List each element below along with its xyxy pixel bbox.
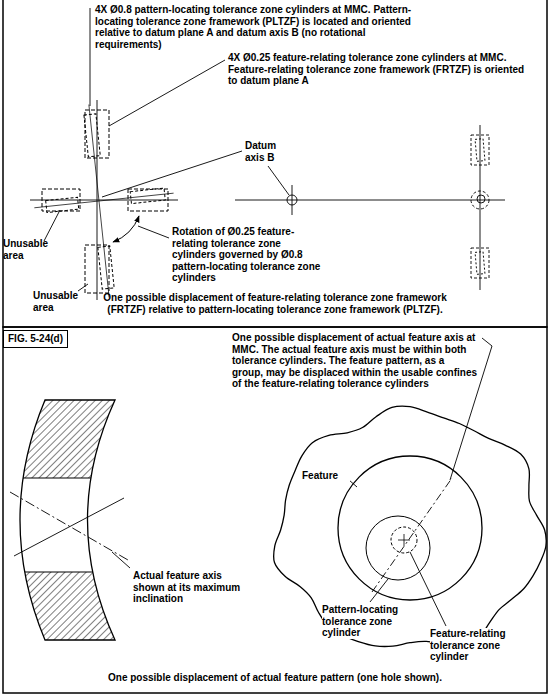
datum-axis-end-view	[471, 135, 489, 165]
caption-note: One possible displacement of feature-rel…	[100, 292, 450, 315]
leader-line	[349, 480, 357, 487]
datum-axis-end-view	[480, 125, 481, 290]
feature-end-view	[372, 478, 452, 592]
pattern-locating-cylinder	[85, 245, 109, 293]
datum-axis-end-view	[287, 195, 297, 205]
note: Rotation of Ø0.25 feature-relating toler…	[172, 226, 324, 284]
pattern-locating-cylinder	[85, 110, 109, 158]
feature-relating-cylinder	[46, 197, 79, 212]
note: Pattern-locating tolerance zone cylinder	[322, 604, 418, 639]
part-section	[0, 571, 130, 572]
datum-axis-end-view	[471, 191, 489, 209]
leader-line	[78, 284, 88, 291]
part-outline	[274, 406, 547, 646]
part-section	[0, 400, 130, 640]
feature-label: Feature	[302, 470, 350, 482]
note: 4X Ø0.25 feature-relating tolerance zone…	[228, 52, 533, 87]
feature-end-view	[391, 527, 417, 553]
feature-axis	[14, 498, 124, 556]
feature-relating-cylinder	[98, 246, 114, 289]
note: Feature-relating tolerance zone cylinder	[430, 628, 538, 663]
leader-line	[109, 60, 225, 126]
datum-axis-end-view	[235, 200, 505, 201]
feature-end-view	[366, 516, 430, 580]
feature-end-view	[338, 456, 482, 600]
feature-relating-cylinder	[24, 97, 184, 305]
feature-axis	[10, 492, 128, 560]
leader-line	[102, 151, 242, 197]
leader-line	[268, 166, 289, 195]
note: Actual feature axis shown at its maximum…	[133, 570, 251, 605]
datum-axis-end-view	[292, 185, 293, 215]
part-section	[0, 477, 130, 478]
figure-label: FIG. 5-24(d)	[8, 333, 63, 344]
leader-line	[450, 338, 492, 480]
pattern-locating-cylinder	[42, 110, 168, 293]
leader-line	[44, 210, 60, 241]
note: One possible displacement of actual feat…	[232, 332, 478, 390]
leader-line	[138, 226, 169, 238]
feature-axis	[10, 492, 130, 568]
feature-relating-cylinder	[34, 193, 173, 208]
panel-frame	[3, 0, 547, 693]
part-outline	[274, 406, 547, 646]
leader-line	[370, 579, 388, 602]
leader-line	[90, 8, 91, 106]
datum-axis-end-view	[471, 248, 489, 278]
datum-label: Datum axis B	[245, 140, 297, 163]
feature-axis	[112, 552, 130, 568]
note: Unusable area	[3, 238, 49, 261]
feature-end-view	[404, 534, 405, 546]
panel-frame	[3, 0, 547, 327]
feature-end-view	[338, 456, 482, 600]
part-section	[20, 400, 115, 640]
datum-axis-end-view	[475, 252, 485, 275]
feature-relating-cylinder	[84, 114, 100, 157]
pattern-locating-cylinder	[128, 189, 168, 211]
figure-label-box: FIG. 5-24(d)	[3, 330, 68, 348]
datum-axis-end-view	[475, 139, 485, 162]
feature-relating-cylinder	[130, 188, 165, 203]
pltzf-crosshair	[30, 100, 178, 300]
datum-axis-end-view	[477, 195, 485, 203]
note: 4X Ø0.8 pattern-locating tolerance zone …	[95, 4, 417, 50]
rotation-arrow	[113, 216, 139, 242]
note: Unusable area	[33, 290, 79, 313]
caption-note: One possible displacement of actual feat…	[5, 672, 545, 684]
